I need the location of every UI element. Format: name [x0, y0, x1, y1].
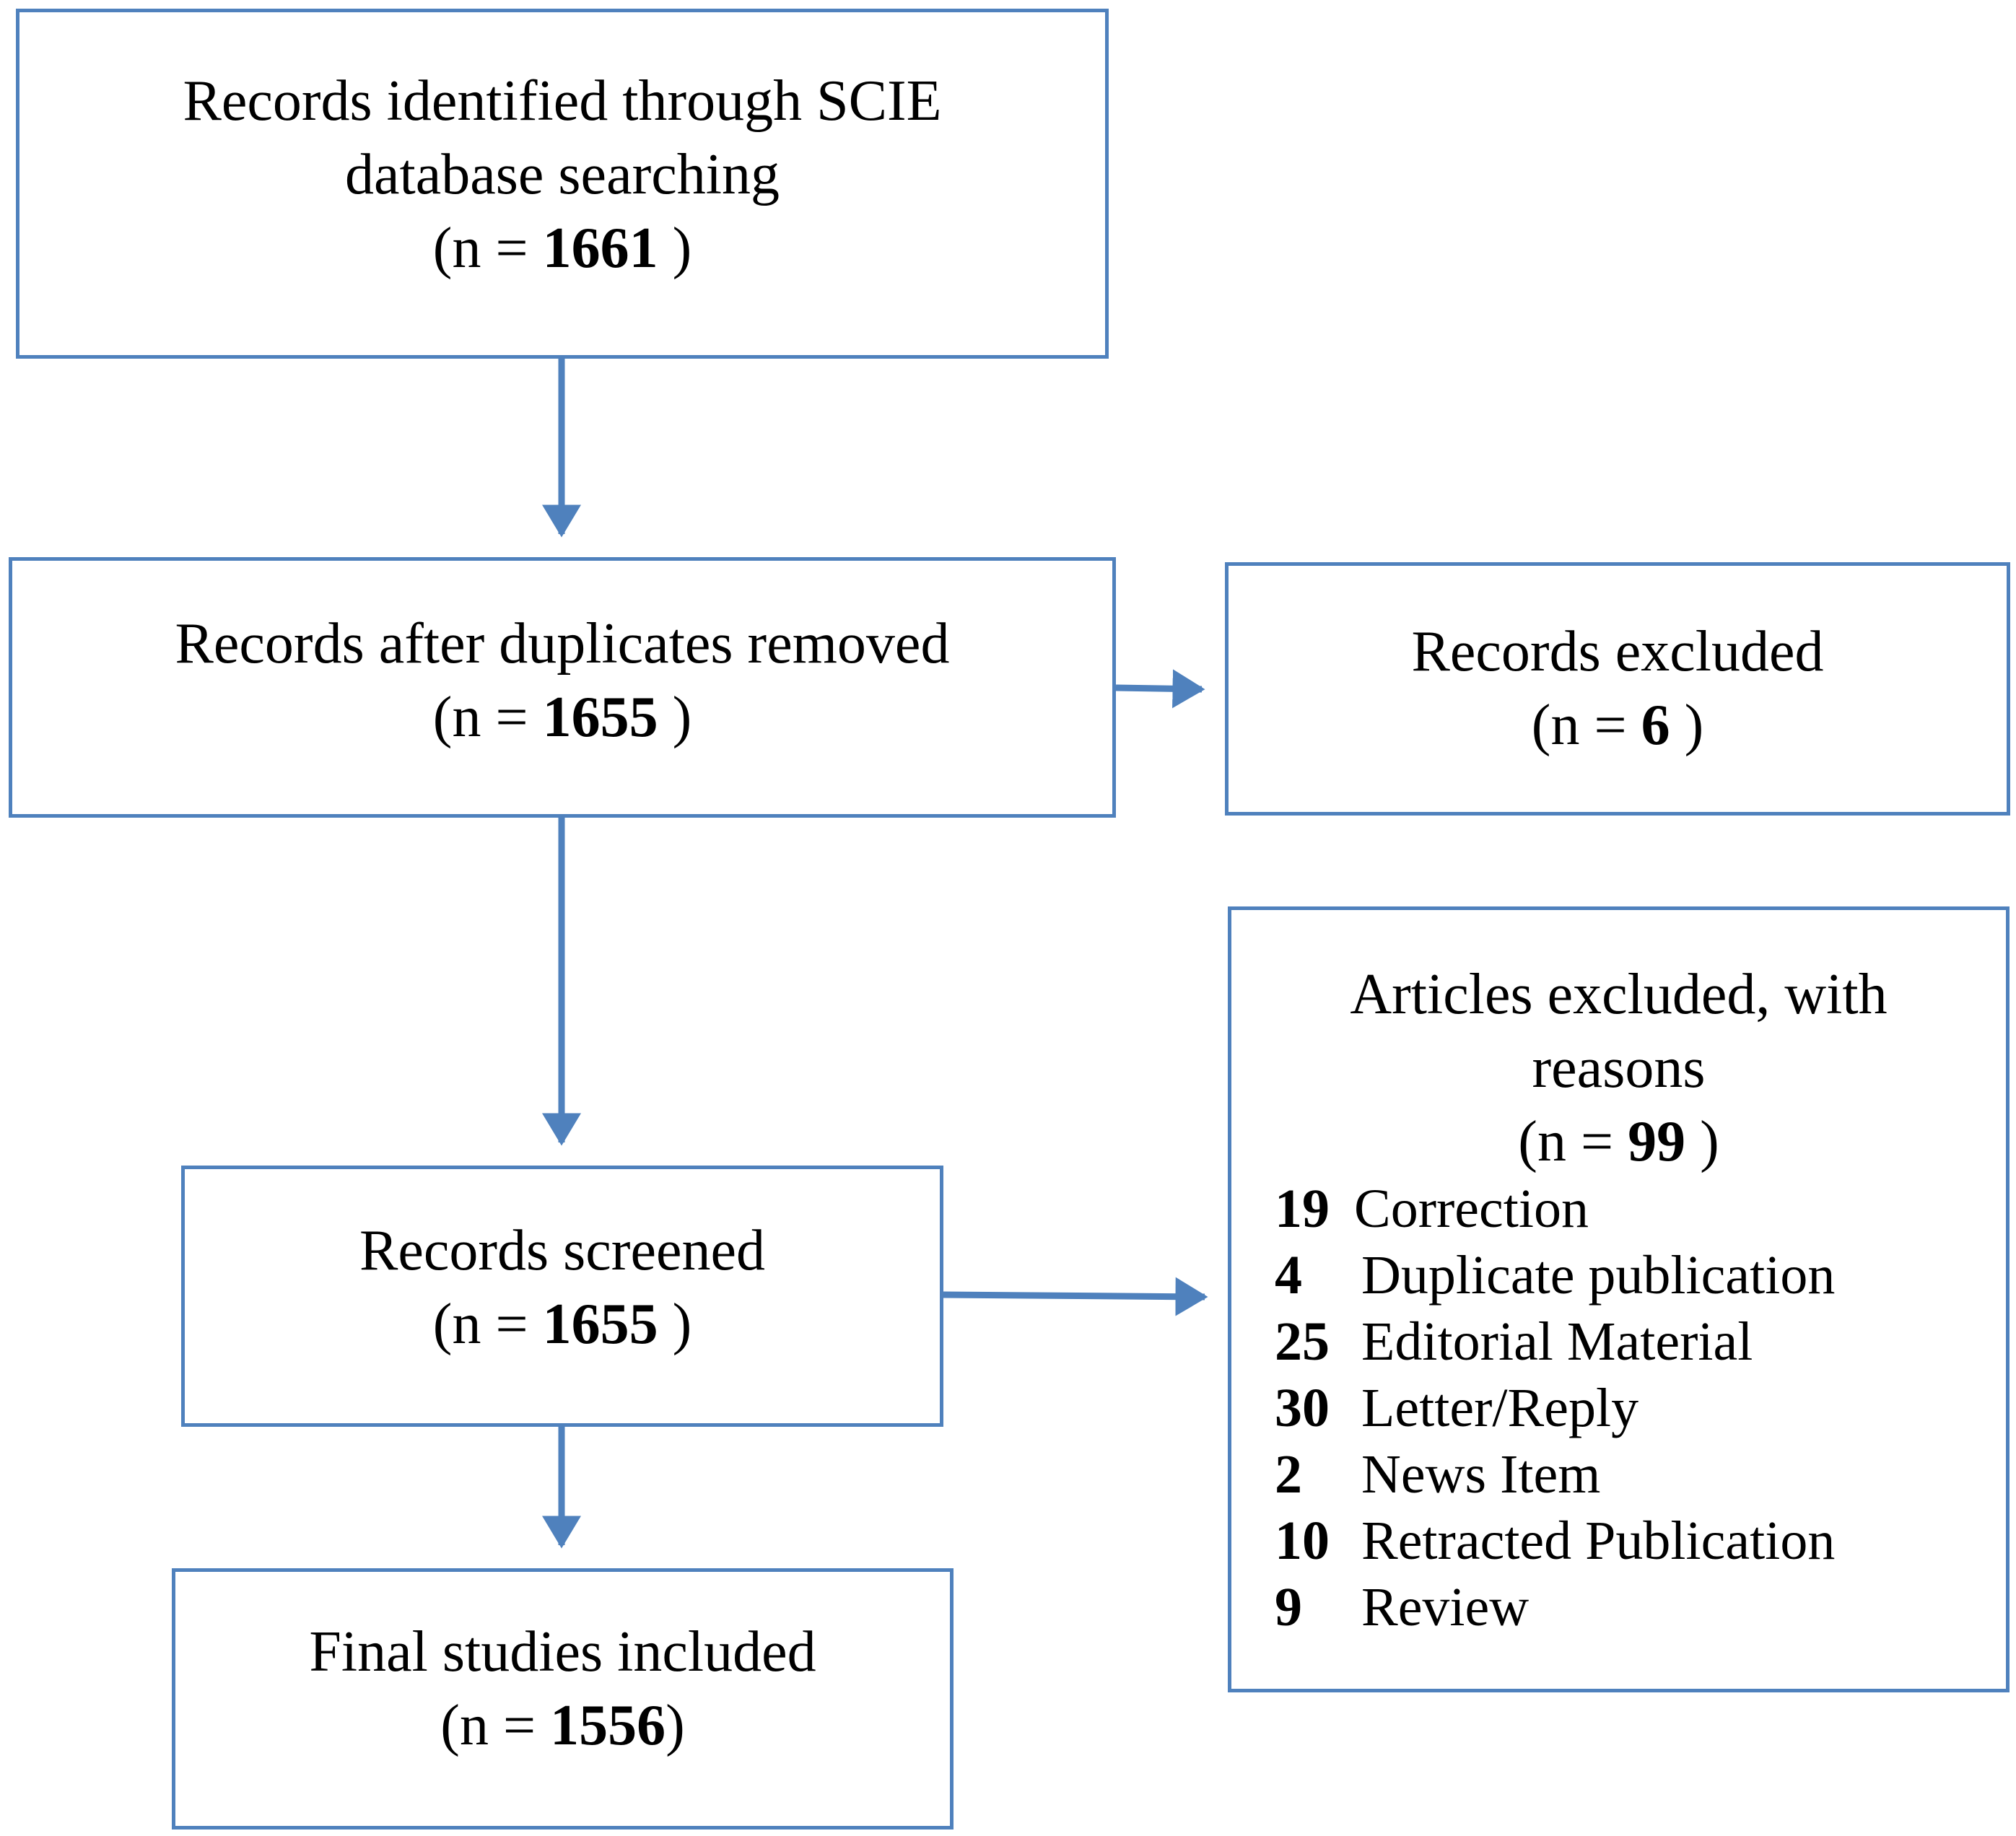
records-identified-line2: database searching — [345, 143, 780, 206]
records-identified-line1: Records identified through SCIE — [183, 69, 942, 133]
n-value: 99 — [1628, 1110, 1686, 1173]
arrow-screened-to-articles — [943, 1277, 1208, 1316]
n-suffix: ) — [1670, 694, 1704, 757]
articles-excluded-line1: Articles excluded, with — [1350, 963, 1888, 1026]
reason-label: Editorial Material — [1361, 1311, 1753, 1372]
n-suffix: ) — [658, 217, 692, 280]
articles-excluded-count: (n = 99 ) — [1231, 1105, 2006, 1179]
records-screened-count: (n = 1655 ) — [185, 1288, 940, 1361]
n-prefix: (n = — [432, 217, 543, 280]
reason-count: 10 — [1275, 1511, 1330, 1571]
reason-count: 9 — [1275, 1577, 1302, 1638]
reason-label: Retracted Publication — [1361, 1511, 1836, 1571]
reason-label: Letter/Reply — [1361, 1378, 1639, 1438]
n-suffix: ) — [658, 1293, 692, 1356]
reason-count: 19 — [1275, 1179, 1330, 1239]
reason-count: 25 — [1275, 1311, 1330, 1372]
n-suffix: ) — [658, 686, 692, 749]
n-prefix: (n = — [1518, 1110, 1628, 1173]
arrow-dedup-to-excluded — [1115, 669, 1205, 709]
n-suffix: ) — [666, 1694, 685, 1757]
reason-item: 30 Letter/Reply — [1275, 1375, 1835, 1441]
reason-item: 19 Correction — [1275, 1176, 1835, 1242]
reason-count: 2 — [1275, 1444, 1302, 1505]
reason-item: 25 Editorial Material — [1275, 1308, 1835, 1375]
reason-item: 2 News Item — [1275, 1441, 1835, 1508]
records-identified-box: Records identified through SCIE database… — [16, 9, 1109, 359]
n-suffix: ) — [1685, 1110, 1719, 1173]
reason-count: 4 — [1275, 1245, 1302, 1306]
reason-item: 10 Retracted Publication — [1275, 1508, 1835, 1574]
reason-item: 9 Review — [1275, 1574, 1835, 1640]
n-prefix: (n = — [1531, 694, 1641, 757]
n-value: 1661 — [542, 217, 658, 280]
reason-label: Duplicate publication — [1361, 1245, 1836, 1306]
final-studies-count: (n = 1556) — [175, 1689, 950, 1762]
records-after-duplicates-line1: Records after duplicates removed — [175, 612, 950, 676]
reason-label: Correction — [1354, 1179, 1589, 1239]
final-studies-line1: Final studies included — [309, 1620, 816, 1684]
records-after-duplicates-count: (n = 1655 ) — [12, 681, 1112, 754]
n-value: 6 — [1641, 694, 1670, 757]
records-excluded-line1: Records excluded — [1411, 620, 1824, 683]
reason-item: 4 Duplicate publication — [1275, 1242, 1835, 1308]
n-value: 1655 — [542, 1293, 658, 1356]
n-prefix: (n = — [432, 1293, 543, 1356]
n-prefix: (n = — [432, 686, 543, 749]
records-screened-line1: Records screened — [359, 1219, 765, 1282]
n-prefix: (n = — [440, 1694, 551, 1757]
exclusion-reasons-list: 19 Correction 4 Duplicate publication 25 Ed… — [1275, 1176, 1835, 1640]
records-screened-box: Records screened (n = 1655 ) — [181, 1166, 943, 1427]
articles-excluded-line2: reasons — [1532, 1036, 1706, 1100]
reason-label: News Item — [1361, 1444, 1601, 1505]
reason-label: Review — [1361, 1577, 1530, 1638]
records-after-duplicates-box: Records after duplicates removed (n = 16… — [9, 557, 1116, 818]
n-value: 1655 — [542, 686, 658, 749]
records-excluded-count: (n = 6 ) — [1229, 688, 2007, 762]
records-excluded-box: Records excluded (n = 6 ) — [1225, 562, 2010, 816]
reason-count: 30 — [1275, 1378, 1330, 1438]
articles-excluded-box: Articles excluded, with reasons (n = 99 … — [1228, 906, 2010, 1692]
final-studies-box: Final studies included (n = 1556) — [172, 1568, 954, 1830]
records-identified-count: (n = 1661 ) — [19, 211, 1105, 285]
n-value: 1556 — [550, 1694, 666, 1757]
